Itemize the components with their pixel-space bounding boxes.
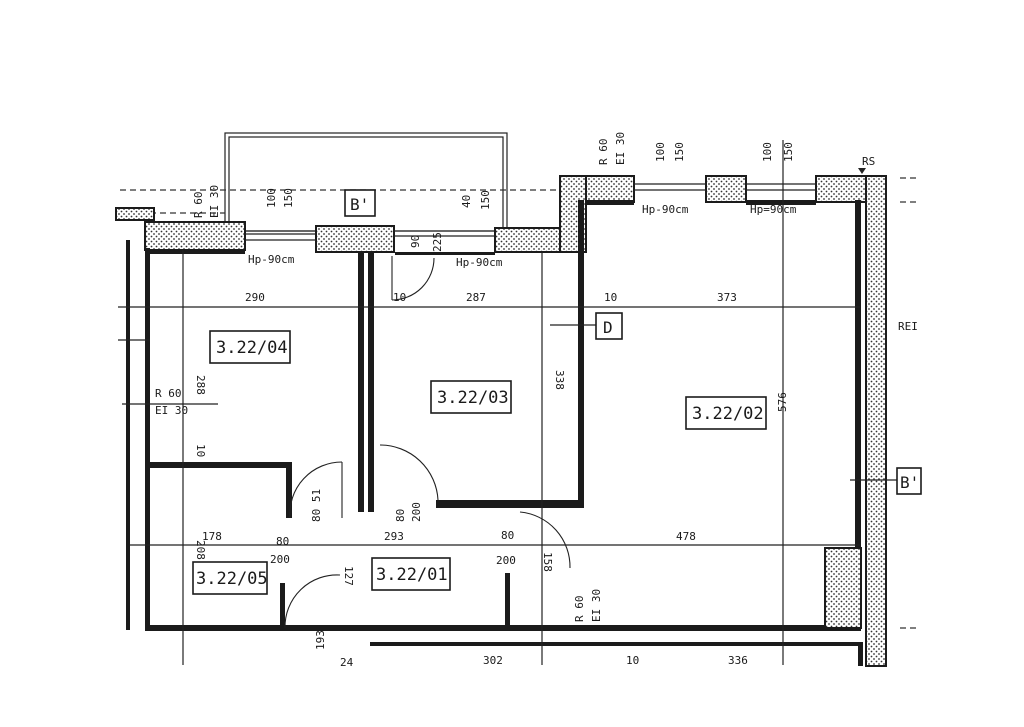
dim-w03: 287 xyxy=(466,291,486,304)
outer-walls xyxy=(115,175,887,667)
dim-d80-01: 80 xyxy=(394,509,407,522)
w04-a-label: 100 xyxy=(265,188,278,208)
dim-d200-05: 200 xyxy=(270,553,290,566)
dim-w-below3: 336 xyxy=(728,654,748,667)
r60-d-label: R 60 xyxy=(155,387,182,400)
w03-d-label: 150 xyxy=(479,190,492,210)
w03-b-label: 225 xyxy=(431,232,444,252)
dim-d80-05: 80 xyxy=(276,535,289,548)
dim-w02: 373 xyxy=(717,291,737,304)
ei30-a-label: EI 30 xyxy=(208,185,221,218)
w03-c-label: 40 xyxy=(460,195,473,208)
dim-h05: 208 xyxy=(194,540,207,560)
dim-w-below2: 10 xyxy=(626,654,639,667)
rotated-labels: R 60 EI 30 100 150 90 225 40 150 R 60 EI… xyxy=(192,132,795,622)
dim-d200-01: 200 xyxy=(410,502,423,522)
dim-d80-hall: 80 xyxy=(501,529,514,542)
section-markers: B' B' D RS REI xyxy=(344,155,922,495)
room-label-3-22-03: 3.22/03 xyxy=(437,388,509,408)
room-label-3-22-04: 3.22/04 xyxy=(216,338,288,358)
w02b-a-label: 100 xyxy=(761,142,774,162)
room-label-3-22-05: 3.22/05 xyxy=(196,569,268,589)
dim-w-below1: 302 xyxy=(483,654,503,667)
window-annotations: Hp-90cm Hp-90cm Hp-90cm Hp=90cm xyxy=(248,203,797,269)
dim-h02: 576 xyxy=(776,392,789,412)
dim-gap10b: 10 xyxy=(604,291,617,304)
section-b-top-label: B' xyxy=(350,195,369,214)
r60-b-label: R 60 xyxy=(597,139,610,166)
hp-03-label: Hp-90cm xyxy=(456,256,503,269)
hp-02a-label: Hp-90cm xyxy=(642,203,689,216)
rs-label: RS xyxy=(862,155,875,168)
w02a-a-label: 100 xyxy=(654,142,667,162)
dim-h03: 338 xyxy=(553,370,566,390)
section-b-right-label: B' xyxy=(900,473,919,492)
dim-v127: 127 xyxy=(342,566,355,586)
dim-v10-04: 10 xyxy=(194,444,207,457)
ei30-c-label: EI 30 xyxy=(590,589,603,622)
dimension-values: 290 10 287 10 373 178 293 478 80 200 80 … xyxy=(202,291,748,669)
rs-arrow-icon xyxy=(858,168,866,174)
dim-w04: 290 xyxy=(245,291,265,304)
dim-gap10a: 10 xyxy=(393,291,406,304)
door-swings xyxy=(284,256,571,629)
room-label-3-22-02: 3.22/02 xyxy=(692,404,764,424)
rei-label: REI xyxy=(898,320,918,333)
ei30-b-label: EI 30 xyxy=(614,132,627,165)
dim-v193: 193 xyxy=(314,630,327,650)
hp-04-label: Hp-90cm xyxy=(248,253,295,266)
dim-v24: 24 xyxy=(340,656,354,669)
w02b-b-label: 150 xyxy=(782,142,795,162)
ei30-d-label: EI 30 xyxy=(155,404,188,417)
w04-b-label: 150 xyxy=(282,188,295,208)
room-labels: 3.22/04 3.22/03 3.22/02 3.22/05 3.22/01 xyxy=(192,330,767,595)
dim-w05: 178 xyxy=(202,530,222,543)
w03-a-label: 90 xyxy=(409,235,422,248)
dim-d200-hall: 200 xyxy=(496,554,516,567)
dim-w-lower: 478 xyxy=(676,530,696,543)
dimension-lines xyxy=(118,140,898,665)
shaft xyxy=(824,547,862,629)
dim-d158: 158 xyxy=(541,552,554,572)
vertical-dimension-values: 288 10 338 576 208 80 200 80 51 158 127 … xyxy=(194,370,789,650)
room-label-3-22-01: 3.22/01 xyxy=(376,565,448,585)
dim-h04: 288 xyxy=(194,375,207,395)
interior-walls xyxy=(126,200,863,666)
section-d-label: D xyxy=(603,318,613,337)
w02a-b-label: 150 xyxy=(673,142,686,162)
reference-lines xyxy=(120,177,920,629)
dim-d80-51: 80 51 xyxy=(310,489,323,522)
hp-02b-label: Hp=90cm xyxy=(750,203,797,216)
dim-w01: 293 xyxy=(384,530,404,543)
r60-c-label: R 60 xyxy=(573,596,586,623)
left-fire-rating: R 60 EI 30 xyxy=(155,387,188,417)
r60-a-label: R 60 xyxy=(192,192,205,219)
